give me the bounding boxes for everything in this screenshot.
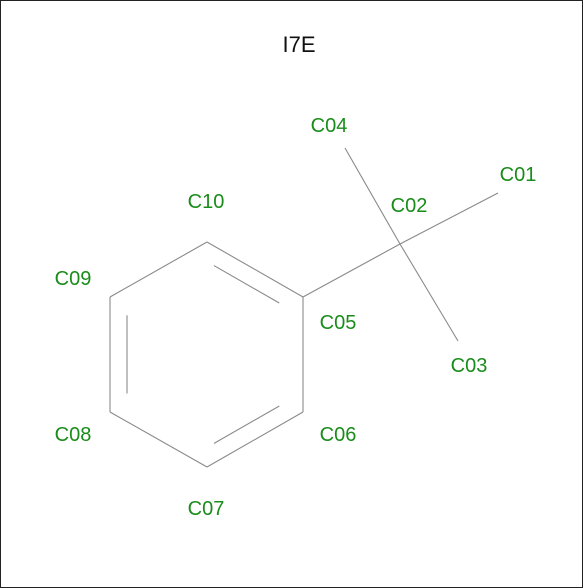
atom-label-c09: C09 (55, 268, 92, 290)
bond-C02-C03 (399, 243, 459, 342)
atom-label-c10: C10 (188, 191, 225, 213)
atom-label-c04: C04 (311, 115, 348, 137)
bond-C02-C05 (302, 243, 401, 298)
atom-label-c06: C06 (320, 424, 357, 446)
atom-label-c07: C07 (188, 498, 225, 520)
bond-C07-C06 (206, 411, 304, 468)
bond-layer (109, 147, 499, 468)
bond-C01-C02 (399, 192, 499, 245)
molecule-title: I7E (282, 32, 315, 57)
atom-label-c03: C03 (451, 355, 488, 377)
bond-C07-C06-inner (213, 405, 280, 444)
atom-label-c02: C02 (391, 195, 428, 217)
atom-label-c05: C05 (320, 312, 357, 334)
atom-label-c08: C08 (55, 424, 92, 446)
atom-label-c01: C01 (500, 164, 537, 186)
bond-C05-C10 (206, 241, 304, 298)
bond-C10-C09 (109, 241, 208, 298)
bond-C05-C10-inner (213, 265, 280, 304)
bond-C08-C07 (109, 411, 208, 468)
bond-C04-C02 (344, 147, 401, 245)
